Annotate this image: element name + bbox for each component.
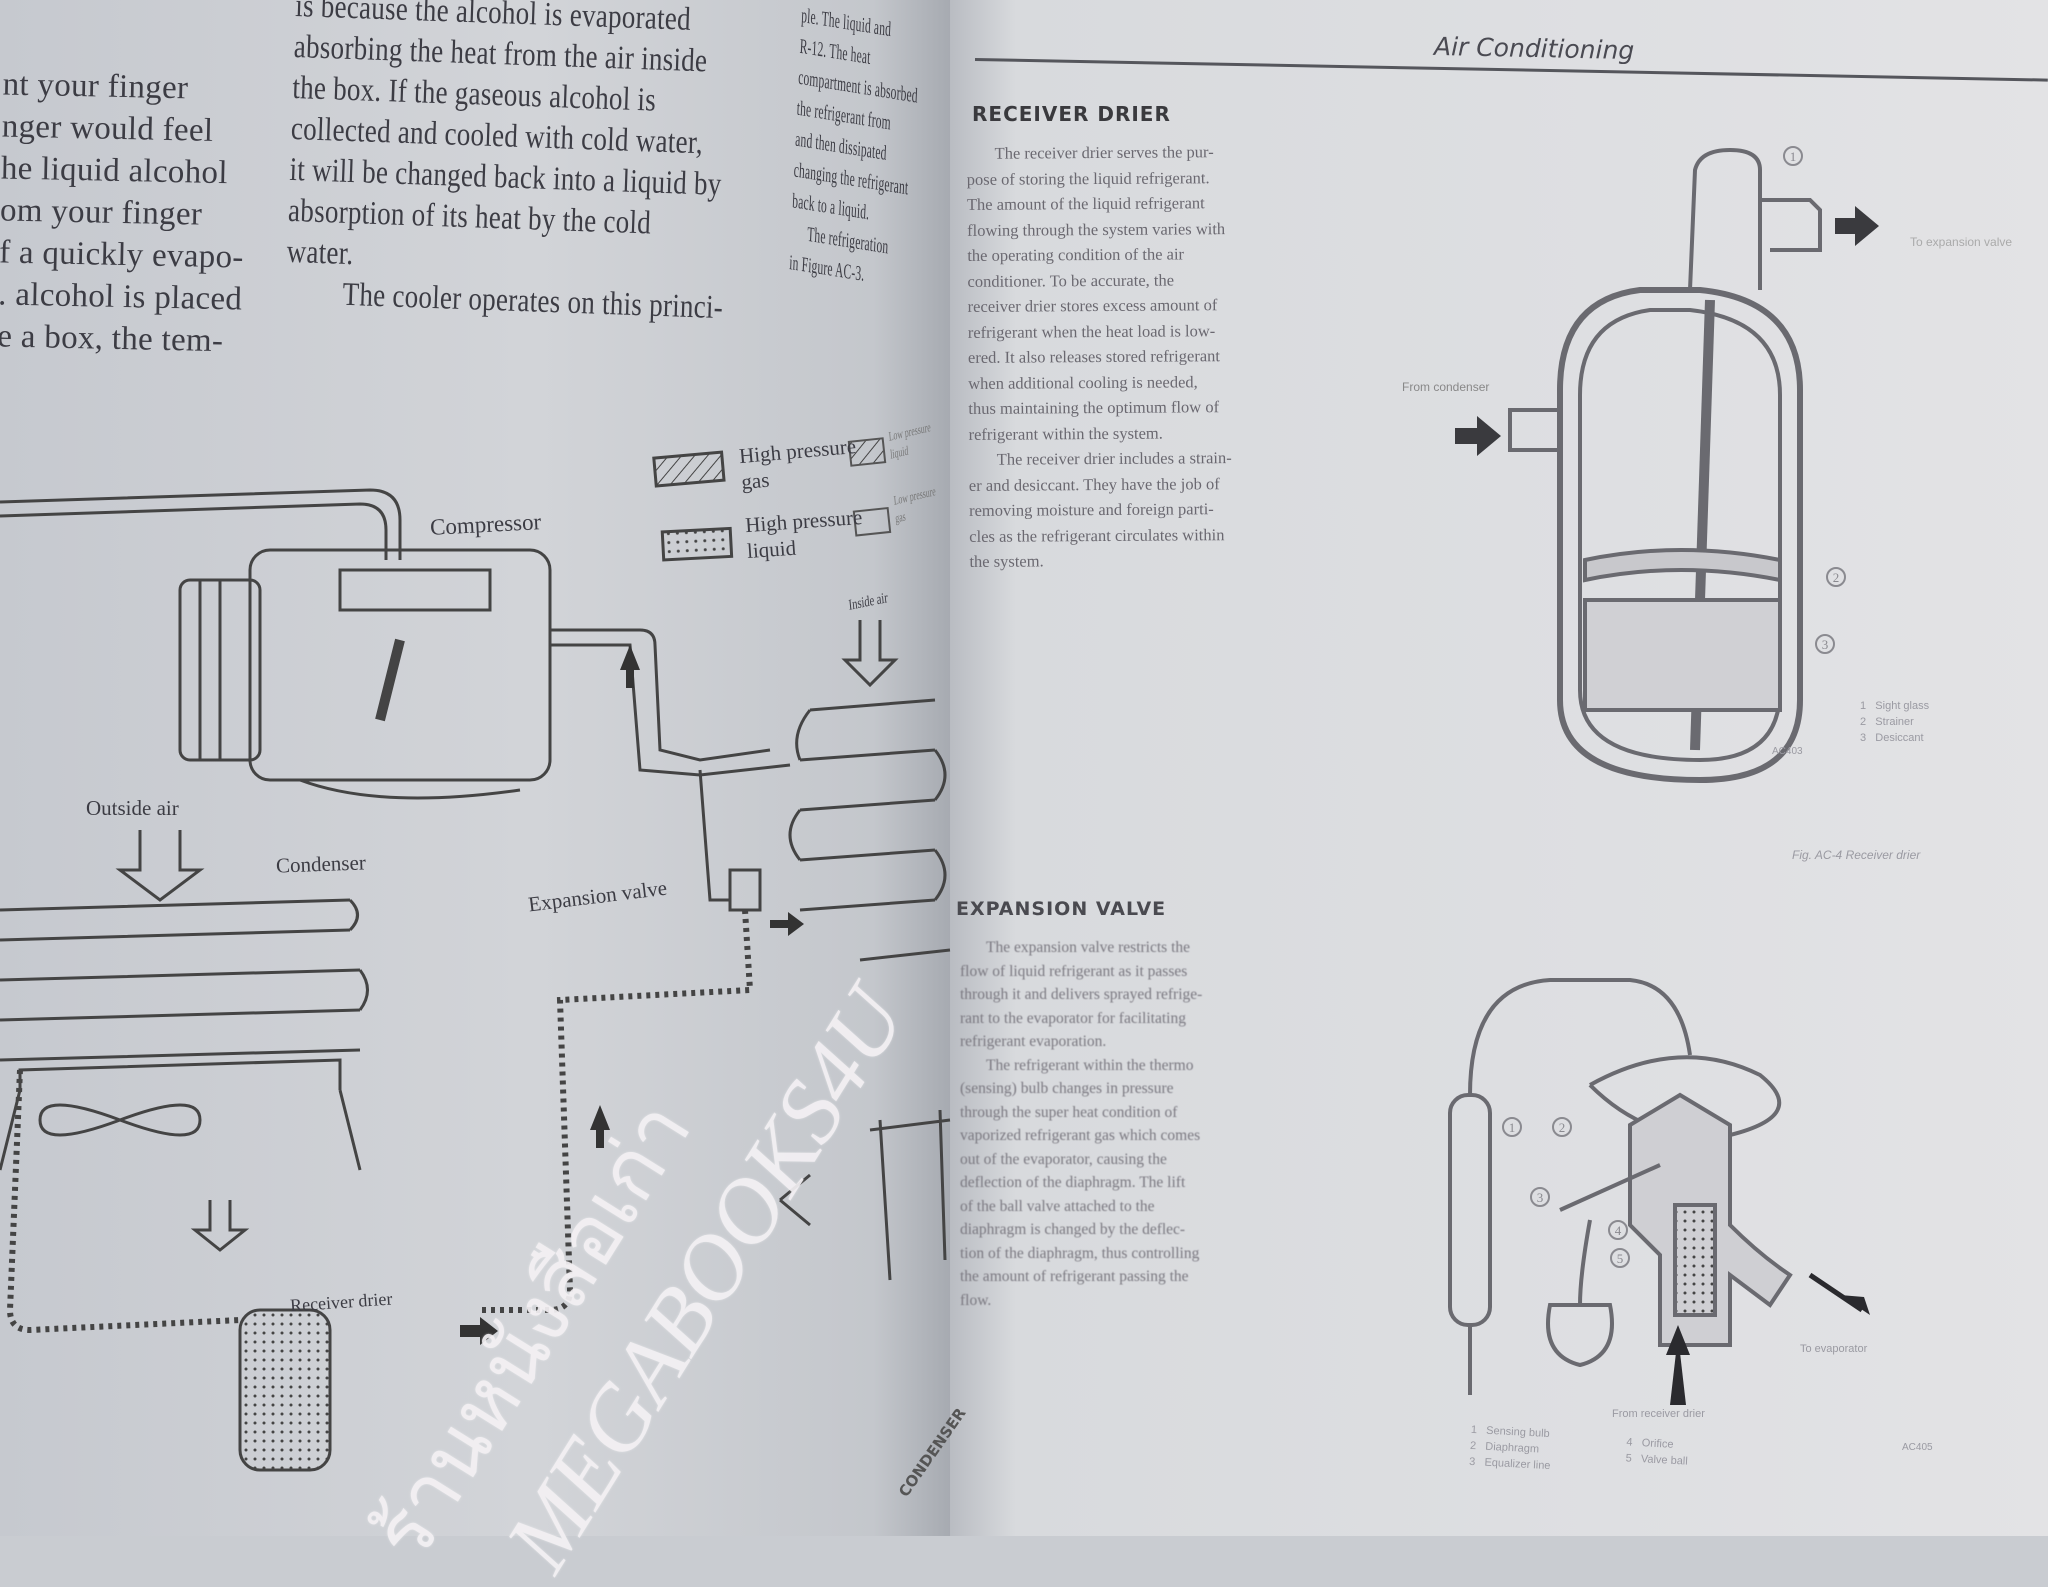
text-line: cles as the refrigerant circulates withi… (969, 524, 1225, 546)
text-line: the system. (969, 551, 1044, 571)
figure-code: AC405 (1902, 1442, 1933, 1453)
part-marker-4: 4 (1615, 1223, 1622, 1238)
part-item: 5 Valve ball (1625, 1452, 1689, 1468)
expansion-valve-figure: 1 2 3 4 5 (1448, 978, 1870, 1405)
part-marker-1: 1 (1509, 1120, 1516, 1135)
text-line: The receiver drier serves the pur- (994, 142, 1214, 163)
text-line: The receiver drier includes a strain- (996, 448, 1232, 469)
expansion-valve-heading: EXPANSION VALVE (956, 898, 1167, 920)
text-line: . alcohol is placed (0, 276, 243, 318)
text-line: tion of the diaphragm, thus controlling (960, 1244, 1200, 1262)
legend-label-high-pressure-liquid: High pressure liquid (744, 504, 865, 564)
parts-list-receiver: 1 Sight glass 2 Strainer 3 Desiccant (1860, 698, 1929, 746)
text-line: removing moisture and foreign parti- (969, 499, 1214, 520)
text-line: The refrigerant within the thermo (986, 1056, 1194, 1074)
part-marker-5: 5 (1617, 1251, 1624, 1266)
text-line: pose of storing the liquid refrigerant. (966, 167, 1210, 189)
parts-list-valve-b: 4 Orifice 5 Valve ball (1625, 1434, 1689, 1469)
text-line: flow. (960, 1291, 992, 1309)
text-line: through the super heat condition of (960, 1103, 1178, 1121)
receiver-drier-bottle (238, 1308, 332, 1472)
parts-list-valve-a: 1 Sensing bulb 2 Diaphragm 3 Equalizer l… (1469, 1422, 1553, 1474)
text-line: he liquid alcohol (0, 150, 229, 192)
text-line: flow of liquid refrigerant as it passes (960, 962, 1188, 980)
text-line: ered. It also releases stored refrigeran… (967, 346, 1221, 367)
text-line: vaporized refrigerant gas which comes (960, 1127, 1201, 1144)
part-item: 1 Sight glass (1860, 700, 1930, 712)
text-line: through it and delivers sprayed refrige- (960, 986, 1203, 1003)
part-marker-3: 3 (1537, 1190, 1544, 1205)
to-evaporator-label: To evaporator (1800, 1343, 1868, 1355)
receiver-drier-heading: RECEIVER DRIER (972, 102, 1171, 126)
from-condenser-label: From condenser (1402, 380, 1490, 394)
text-line: om your finger (0, 192, 203, 233)
legend-swatch-low-pressure-gas (852, 506, 892, 537)
text-line: out of the evaporator, causing the (960, 1150, 1167, 1168)
text-line: flowing through the system varies with (967, 218, 1226, 240)
compressor-body (248, 548, 552, 782)
text-line: nt your finger (2, 66, 189, 107)
text-line: rant to the evaporator for facilitating (960, 1009, 1186, 1027)
receiver-drier-figure: 1 2 3 (1455, 146, 1879, 783)
text-line: The amount of the liquid refrigerant (966, 193, 1205, 214)
text-line: nger would feel (1, 108, 214, 149)
text-line: (sensing) bulb changes in pressure (960, 1080, 1174, 1097)
text-line: when additional cooling is needed, (968, 371, 1198, 393)
left-column-1: nt your finger nger would feel he liquid… (0, 63, 248, 362)
label-condenser: Condenser (275, 850, 367, 878)
figure-caption: Fig. AC-4 Receiver drier (1792, 848, 1921, 862)
text-line: refrigerant within the system. (968, 423, 1163, 444)
label-outside-air: Outside air (86, 796, 179, 820)
text-line: deflection of the diaphragm. The lift (960, 1174, 1186, 1191)
part-marker-2: 2 (1559, 1120, 1566, 1135)
left-page (0, 0, 970, 1536)
part-item: 3 Desiccant (1860, 732, 1924, 744)
text-line: of the ball valve attached to the (960, 1197, 1155, 1215)
text-line: receiver drier stores excess amount of (967, 295, 1218, 316)
legend-swatch-high-pressure-liquid (660, 526, 734, 562)
part-marker-3: 3 (1822, 637, 1829, 652)
text-line: conditioner. To be accurate, the (967, 269, 1175, 291)
left-column-3: ple. The liquid and R-12. The heat compa… (789, 0, 922, 297)
text-line: The expansion valve restricts the (986, 939, 1191, 956)
refrigeration-cycle-diagram (0, 437, 951, 1472)
text-line: e a box, the tem- (0, 318, 224, 360)
left-column-2: is because the alcohol is evaporated abs… (285, 0, 734, 329)
text-line: f a quickly evapo- (0, 234, 245, 276)
figure-code: AC403 (1772, 746, 1803, 757)
text-line: refrigerant evaporation. (960, 1033, 1107, 1050)
legend-swatch-low-pressure-liquid (847, 437, 887, 467)
right-page (950, 0, 2048, 1536)
from-receiver-drier-label: From receiver drier (1612, 1408, 1705, 1420)
part-item: 2 Strainer (1860, 716, 1914, 728)
text-line: refrigerant when the heat load is low- (967, 320, 1216, 342)
text-line: the operating condition of the air (967, 244, 1185, 265)
text-line: diaphragm is changed by the deflec- (960, 1221, 1186, 1238)
text-line: thus maintaining the optimum flow of (968, 397, 1220, 418)
legend-swatch-high-pressure-gas (652, 450, 726, 488)
part-marker-1: 1 (1790, 149, 1797, 164)
to-expansion-valve-label: To expansion valve (1910, 235, 2013, 249)
legend-label-high-pressure-gas: High pressure gas (738, 433, 859, 495)
text-line: the amount of refrigerant passing the (960, 1268, 1189, 1285)
part-marker-2: 2 (1833, 570, 1840, 585)
text-line: er and desiccant. They have the job of (968, 473, 1220, 495)
expansion-valve-text: The expansion valve restricts the flow o… (960, 936, 1202, 1312)
receiver-drier-text: The receiver drier serves the pur- pose … (966, 139, 1232, 574)
running-header: Air Conditioning (1433, 31, 1635, 66)
